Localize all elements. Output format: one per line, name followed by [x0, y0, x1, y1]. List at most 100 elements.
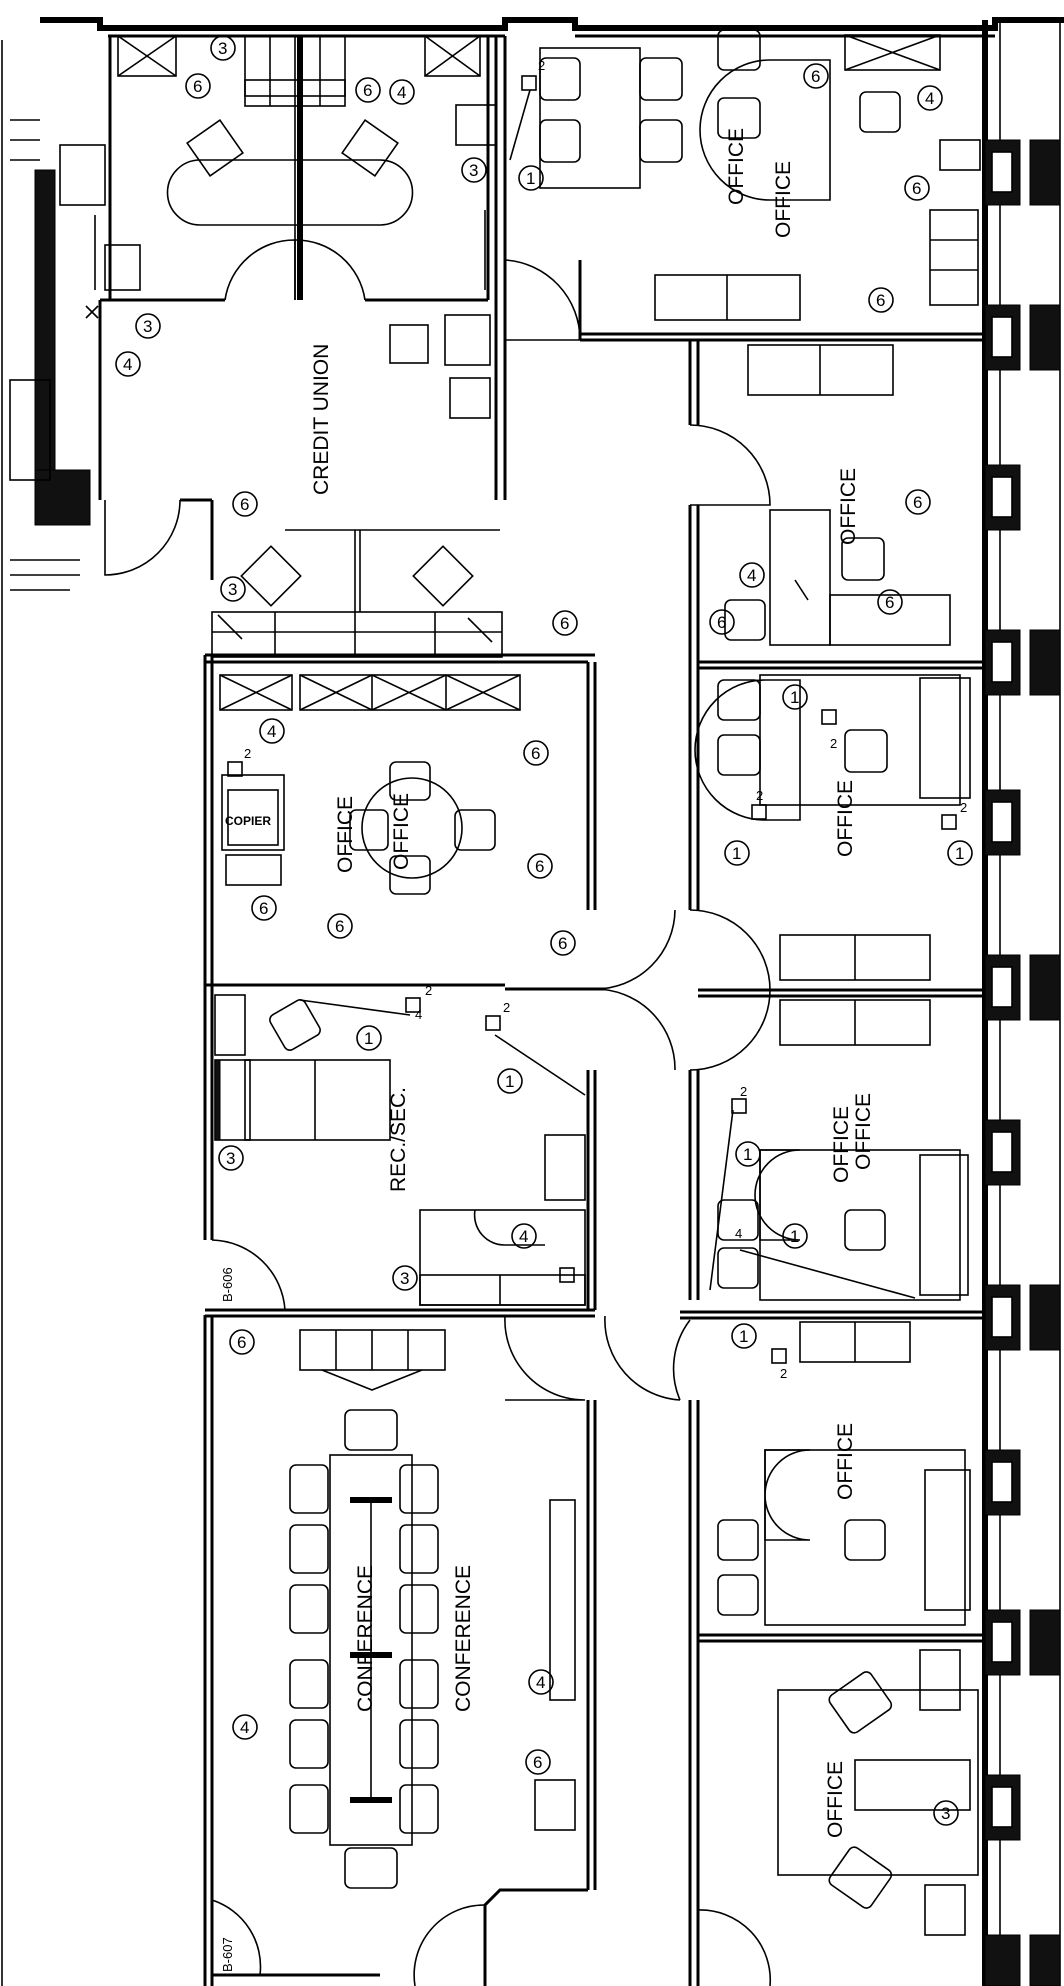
svg-text:2: 2 — [756, 788, 763, 803]
callout-6: 6 — [905, 489, 931, 515]
callout-4: 4 — [115, 351, 141, 377]
callout-4: 4 — [259, 718, 285, 744]
svg-text:6: 6 — [876, 291, 885, 310]
callout-6: 6 — [527, 853, 553, 879]
svg-text:4: 4 — [397, 83, 406, 102]
room-tags: B-606 B-607 — [220, 1267, 235, 1972]
callout-1: 1 — [947, 840, 973, 866]
callout-3: 3 — [218, 1145, 244, 1171]
svg-text:6: 6 — [193, 77, 202, 96]
room-label-office: OFFICE — [830, 1106, 853, 1183]
svg-text:2: 2 — [244, 746, 251, 761]
room-labels: CREDIT UNION OFFICE OFFICE OFFICE OFFICE… — [310, 128, 875, 1838]
callout-1: 1 — [497, 1068, 523, 1094]
device-markers: 2 2 2 2 2 2 2 2 2 4 4 — [227, 58, 967, 1381]
svg-text:6: 6 — [560, 614, 569, 633]
svg-text:3: 3 — [400, 1269, 409, 1288]
svg-text:4: 4 — [536, 1673, 545, 1692]
workstation-cluster — [211, 529, 503, 658]
svg-text:6: 6 — [913, 493, 922, 512]
callout-6: 6 — [251, 895, 277, 921]
svg-text:6: 6 — [885, 593, 894, 612]
right-office-3 — [694, 674, 971, 1046]
room-label-office: OFFICE — [824, 1761, 847, 1838]
outer-walls — [40, 17, 1064, 1986]
svg-text:6: 6 — [912, 179, 921, 198]
svg-text:1: 1 — [526, 169, 535, 188]
svg-text:2: 2 — [780, 1366, 787, 1381]
svg-text:1: 1 — [505, 1072, 514, 1091]
callout-4: 4 — [511, 1223, 537, 1249]
room-label-office: OFFICE — [837, 468, 860, 545]
right-columns — [982, 20, 1061, 1986]
svg-text:4: 4 — [735, 1226, 742, 1241]
callout-4: 4 — [739, 562, 765, 588]
callout-6: 6 — [327, 913, 353, 939]
room-label-office: OFFICE — [334, 796, 357, 873]
svg-text:3: 3 — [218, 39, 227, 58]
svg-text:2: 2 — [503, 1000, 510, 1015]
svg-text:4: 4 — [519, 1227, 528, 1246]
room-label-office: OFFICE — [390, 793, 413, 870]
svg-text:3: 3 — [941, 1804, 950, 1823]
svg-text:6: 6 — [535, 857, 544, 876]
conference-furniture — [289, 1329, 576, 1889]
callout-4: 4 — [528, 1669, 554, 1695]
svg-text:4: 4 — [267, 722, 276, 741]
svg-text:1: 1 — [739, 1327, 748, 1346]
svg-text:3: 3 — [228, 580, 237, 599]
callout-6: 6 — [868, 287, 894, 313]
svg-text:1: 1 — [743, 1145, 752, 1164]
callout-4: 4 — [389, 79, 415, 105]
svg-text:3: 3 — [143, 317, 152, 336]
leader-arrows — [299, 89, 916, 1299]
svg-text:1: 1 — [955, 844, 964, 863]
svg-text:4: 4 — [415, 1007, 422, 1022]
callout-3: 3 — [210, 35, 236, 61]
callout-1: 1 — [782, 684, 808, 710]
callout-3: 3 — [392, 1265, 418, 1291]
callout-6: 6 — [904, 175, 930, 201]
callout-6: 6 — [550, 930, 576, 956]
svg-text:6: 6 — [240, 495, 249, 514]
room-label-office: OFFICE — [834, 1423, 857, 1500]
svg-text:6: 6 — [363, 81, 372, 100]
callout-1: 1 — [782, 1223, 808, 1249]
svg-text:1: 1 — [790, 688, 799, 707]
svg-text:2: 2 — [960, 800, 967, 815]
svg-text:6: 6 — [259, 899, 268, 918]
room-label-reception: REC./SEC. — [387, 1087, 410, 1192]
callout-markers: 6 3 6 4 3 3 4 1 6 4 6 6 6 3 6 6 4 6 6 4 … — [115, 35, 973, 1826]
svg-text:4: 4 — [123, 355, 132, 374]
callout-6: 6 — [803, 63, 829, 89]
room-label-office: OFFICE — [834, 780, 857, 857]
callout-6: 6 — [185, 73, 211, 99]
svg-text:1: 1 — [364, 1029, 373, 1048]
room-label-office: OFFICE — [725, 128, 748, 205]
svg-text:6: 6 — [531, 744, 540, 763]
callout-6: 6 — [523, 740, 549, 766]
callout-1: 1 — [356, 1025, 382, 1051]
copier-label: COPIER — [225, 814, 271, 828]
right-office-1 — [539, 29, 981, 321]
callout-6: 6 — [709, 609, 735, 635]
room-label-conference: CONFERENCE — [452, 1565, 475, 1712]
callout-6: 6 — [355, 77, 381, 103]
svg-text:6: 6 — [335, 917, 344, 936]
left-exterior-detail — [1, 40, 106, 1986]
svg-text:3: 3 — [226, 1149, 235, 1168]
room-label-office: OFFICE — [772, 161, 795, 238]
callout-3: 3 — [461, 157, 487, 183]
svg-text:6: 6 — [558, 934, 567, 953]
callout-3: 3 — [220, 576, 246, 602]
svg-text:6: 6 — [811, 67, 820, 86]
svg-text:1: 1 — [732, 844, 741, 863]
svg-text:2: 2 — [538, 58, 545, 73]
reception-furniture — [214, 994, 586, 1306]
callout-3: 3 — [933, 1800, 959, 1826]
doors — [104, 239, 772, 1986]
callout-6: 6 — [525, 1749, 551, 1775]
svg-text:2: 2 — [830, 736, 837, 751]
callout-3: 3 — [135, 313, 161, 339]
